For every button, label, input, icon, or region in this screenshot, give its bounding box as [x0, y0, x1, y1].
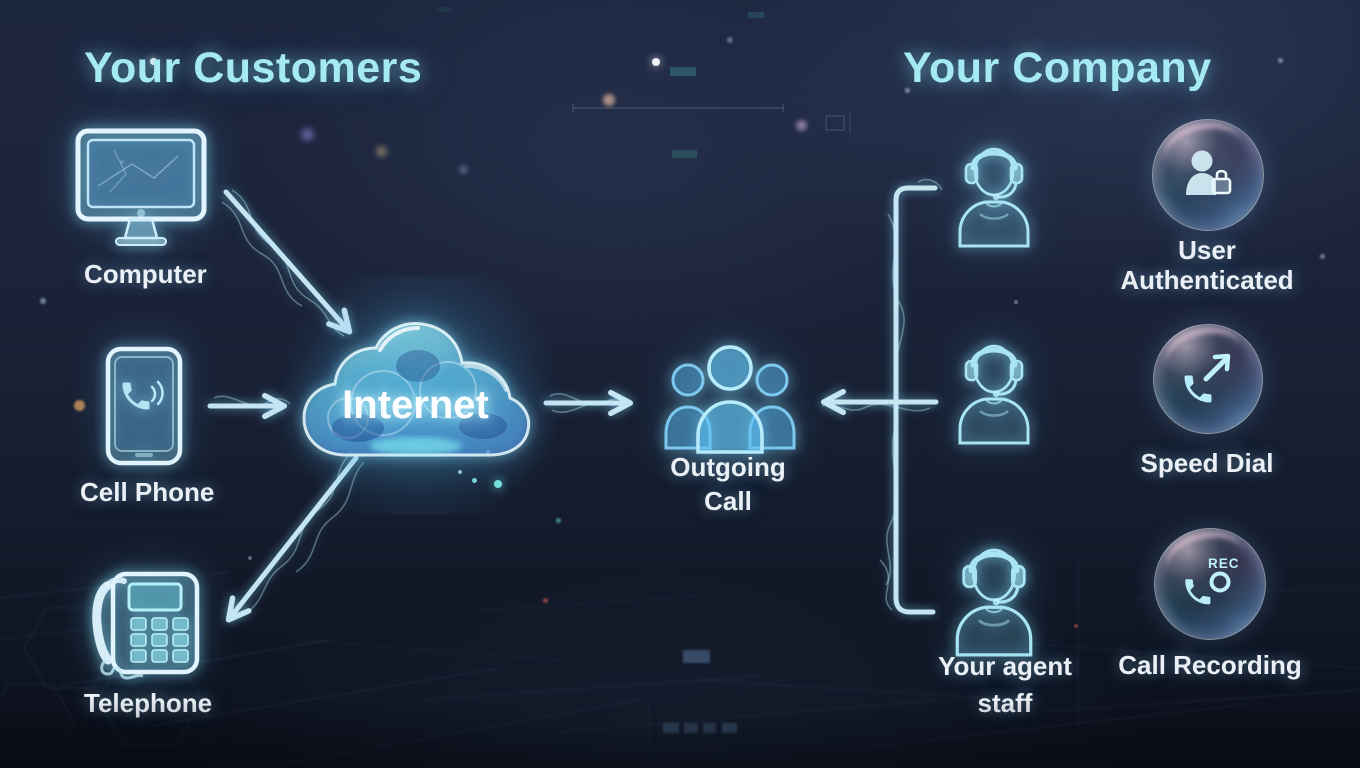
telephone-label: Telephone — [84, 688, 213, 718]
agent-headset-icon — [958, 344, 1030, 445]
user-authenticated-label: User Authenticated — [1107, 235, 1307, 295]
speed-dial-label: Speed Dial — [1107, 448, 1307, 479]
cell-phone-label: Cell Phone — [80, 477, 215, 507]
cell-phone-icon — [105, 346, 183, 466]
call-recording-line1: Call Recording — [1118, 650, 1302, 680]
agent-headset-icon — [955, 548, 1033, 657]
company-section-title: Your Company — [903, 44, 1212, 92]
internet-cloud-icon — [302, 321, 531, 457]
outgoing-call-line1: Outgoing — [670, 452, 786, 482]
call-recording-label: Call Recording — [1092, 650, 1328, 681]
energy-squiggles-decoration — [213, 178, 943, 617]
agents-bracket-line — [893, 185, 938, 615]
computer-icon — [75, 128, 207, 246]
speed-dial-line1: Speed Dial — [1140, 448, 1274, 478]
user-authenticated-bubble — [1152, 119, 1264, 231]
computer-label: Computer — [84, 259, 207, 289]
rec-badge: REC — [1208, 556, 1240, 571]
telephone-icon — [92, 571, 200, 680]
outgoing-call-line2: Call — [704, 486, 752, 516]
arrow-computer-to-internet — [223, 189, 353, 335]
arrow-internet-to-telephone — [225, 455, 359, 623]
outgoing-call-label: Outgoing Call — [628, 450, 828, 518]
internet-label: Internet — [342, 383, 489, 427]
user-lock-icon — [1186, 150, 1232, 195]
user-authenticated-line2: Authenticated — [1120, 265, 1294, 295]
agent-staff-line1: Your agent — [938, 651, 1072, 681]
phone-arrow-icon — [1184, 353, 1231, 403]
user-authenticated-line1: User — [1178, 235, 1236, 265]
people-group-icon — [664, 345, 796, 454]
speed-dial-bubble — [1153, 324, 1263, 434]
call-recording-bubble: REC — [1154, 528, 1266, 640]
customers-section-title: Your Customers — [84, 44, 423, 92]
agent-headset-icon — [958, 147, 1030, 248]
phone-record-icon: REC — [1185, 556, 1240, 605]
agent-staff-label: Your agent staff — [905, 648, 1105, 722]
agent-staff-line2: staff — [977, 688, 1033, 718]
